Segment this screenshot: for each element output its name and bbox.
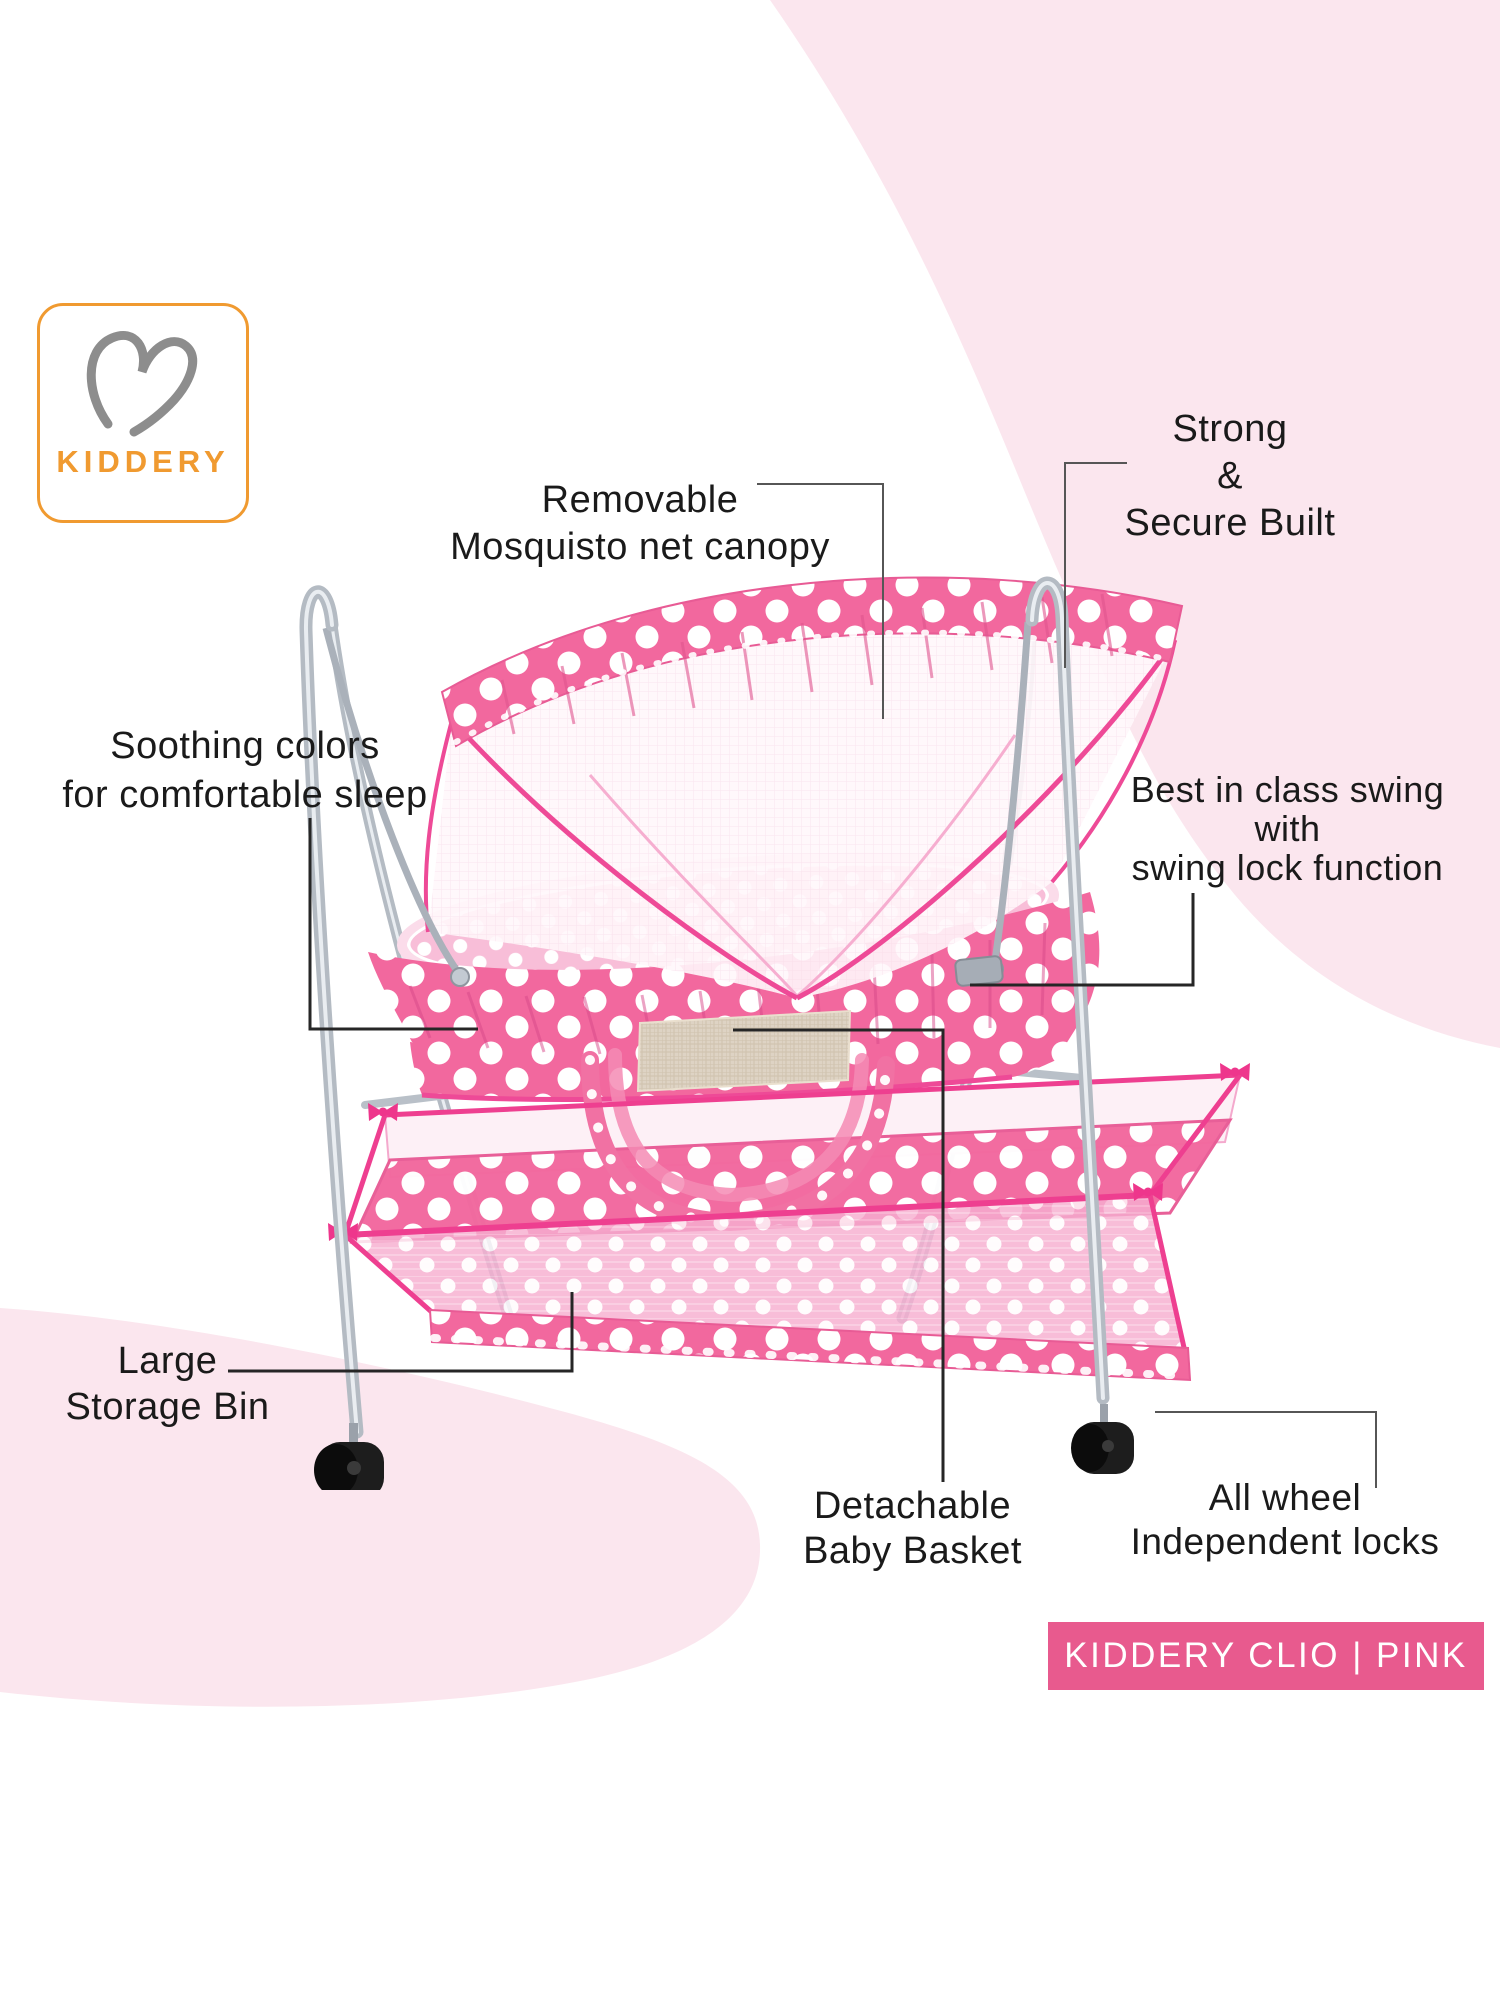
callout-line-text: with: [1254, 808, 1321, 849]
callout-line-text: for comfortable sleep: [62, 774, 428, 816]
callout-line-wheels: [1155, 1411, 1377, 1488]
callout-line-build: [1064, 462, 1127, 668]
callout-line-text: Removable: [541, 479, 739, 521]
callout-line-text: Detachable: [813, 1485, 1012, 1527]
storage-bin-mesh: [345, 1195, 1185, 1352]
cradle-illustration: [299, 576, 1250, 1490]
callout-line-storage: [228, 1292, 574, 1373]
brand-name: KIDDERY: [56, 444, 230, 479]
product-banner: KIDDERY CLIO | PINK: [1048, 1622, 1484, 1690]
callout-line-text: swing lock function: [1131, 847, 1444, 888]
callout-line-colors: [308, 818, 478, 1031]
pink-blob-top-right: [770, 0, 1500, 1048]
bin-scallop-border: [428, 1308, 1192, 1382]
callout-wheel-locks: All wheel Independent locks: [1095, 1476, 1475, 1564]
pink-blob-bottom-left: [0, 1308, 761, 1707]
callout-line-text: Mosquisto net canopy: [450, 526, 830, 568]
callout-line-text: Baby Basket: [803, 1530, 1022, 1572]
callout-strong-secure: Strong & Secure Built: [1070, 406, 1390, 547]
canopy-ruffle-pleats: [500, 593, 1114, 735]
mosquito-net-canopy: [423, 576, 1184, 1001]
brand-logo: KIDDERY: [37, 303, 249, 523]
swing-hangers: [322, 621, 1032, 987]
callout-swing-lock: Best in class swing with swing lock func…: [1100, 770, 1475, 887]
frame-front-legs: [299, 576, 1110, 1439]
callout-storage-bin: Large Storage Bin: [0, 1338, 335, 1430]
callout-line-text: Independent locks: [1130, 1521, 1440, 1562]
caster-wheels: [314, 1404, 1134, 1490]
callout-line-text: Storage Bin: [65, 1386, 270, 1428]
heart-icon: [86, 331, 198, 437]
callout-line-swing: [970, 893, 1195, 987]
callout-line-text: &: [1217, 455, 1243, 497]
callout-line-text: Soothing colors: [110, 725, 380, 767]
callout-soothing-colors: Soothing colors for comfortable sleep: [15, 722, 475, 820]
callout-line-basket: [733, 1028, 945, 1482]
callout-line-text: Large: [117, 1340, 218, 1382]
callout-line-text: All wheel: [1208, 1477, 1362, 1518]
callout-line-text: Strong: [1172, 408, 1288, 450]
callout-line-text: Secure Built: [1124, 502, 1336, 544]
callout-line-canopy: [757, 483, 884, 719]
canopy-ruffle: [440, 576, 1184, 748]
callout-line-text: Best in class swing: [1130, 769, 1445, 810]
product-banner-text: KIDDERY CLIO | PINK: [1064, 1636, 1468, 1675]
callout-removable-canopy: Removable Mosquisto net canopy: [340, 477, 940, 571]
callout-detachable-basket: Detachable Baby Basket: [720, 1484, 1105, 1574]
storage-bin: [328, 1063, 1250, 1382]
